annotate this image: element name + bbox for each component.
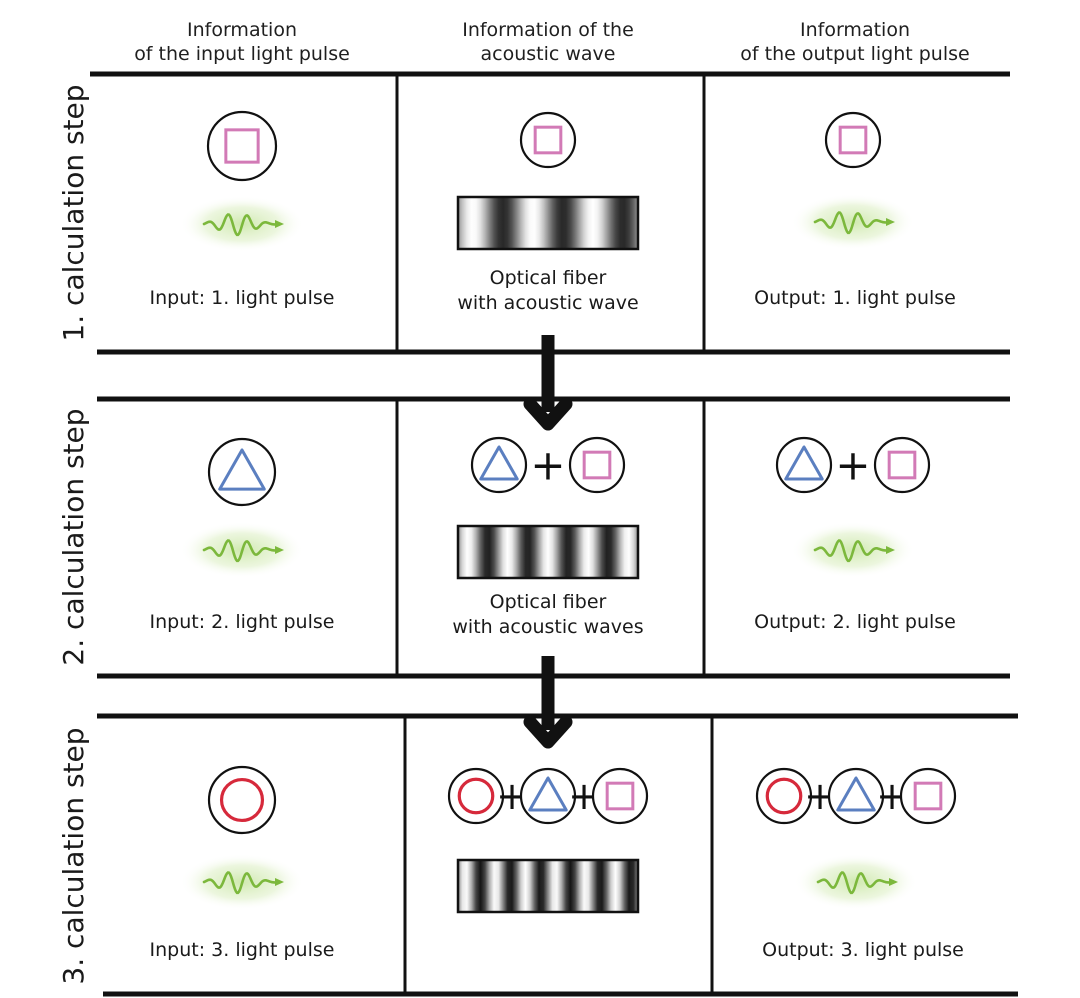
row1-output-label: Output: 1. light pulse	[754, 287, 956, 309]
row1-input-label: Input: 1. light pulse	[149, 287, 335, 309]
square-shape	[605, 781, 635, 811]
header-acoustic-line2: acoustic wave	[480, 43, 616, 65]
row1-fiber-label: Optical fiber with acoustic wave	[398, 266, 698, 316]
badge-outline	[591, 767, 649, 825]
row2-fiber-label: Optical fiber with acoustic waves	[398, 590, 698, 640]
header-input-line1: Information	[187, 19, 297, 41]
square-symbol-icon	[873, 436, 931, 494]
square-symbol-icon	[899, 767, 957, 825]
symbols-layer: ++++++	[180, 110, 957, 914]
row1-fiber-label-line1: Optical fiber	[489, 267, 607, 289]
badge-outline	[755, 767, 813, 825]
square-symbol-icon	[519, 111, 577, 169]
light-pulse-icon	[180, 854, 304, 910]
circle-shape	[219, 777, 265, 823]
light-pulse-icon	[180, 196, 304, 252]
pulse-wave	[202, 871, 278, 895]
pulse-arrowhead	[889, 878, 898, 886]
triangle-shape	[836, 776, 876, 812]
triangle-symbol-icon	[775, 436, 833, 494]
row2-fiber-label-line1: Optical fiber	[489, 591, 607, 613]
row2-step-label: 2. calculation step	[57, 408, 90, 666]
header-acoustic-line1: Information of the	[462, 19, 634, 41]
badge-outline	[873, 436, 931, 494]
light-pulse-icon	[791, 194, 915, 250]
header-acoustic: Information of the acoustic wave	[398, 18, 698, 66]
pulse-wave	[813, 539, 889, 563]
row3-output-label: Output: 3. light pulse	[762, 939, 964, 961]
square-symbol-icon	[206, 110, 278, 182]
triangle-symbol-icon	[207, 437, 277, 507]
square-shape	[838, 125, 868, 155]
badge-outline	[206, 110, 278, 182]
header-input: Information of the input light pulse	[92, 18, 392, 66]
pulse-arrowhead	[275, 546, 284, 554]
circle-symbol-icon	[755, 767, 813, 825]
badge-outline	[899, 767, 957, 825]
square-symbol-icon	[591, 767, 649, 825]
column-dividers	[395, 74, 714, 994]
square-shape	[913, 781, 943, 811]
triangle-shape	[784, 445, 824, 481]
pulse-arrowhead	[275, 878, 284, 886]
square-shape	[533, 125, 563, 155]
row1-fiber-label-line2: with acoustic wave	[457, 292, 639, 314]
square-symbol-icon	[824, 111, 882, 169]
row2-fiber-label-line2: with acoustic waves	[452, 616, 644, 638]
badge-outline	[568, 436, 626, 494]
pulse-wave	[202, 539, 278, 563]
row3-input-label: Input: 3. light pulse	[149, 939, 335, 961]
plus-sign: +	[835, 441, 870, 490]
pulse-arrowhead	[275, 220, 284, 228]
row1-step-label: 1. calculation step	[57, 84, 90, 342]
row3-step-label: 3. calculation step	[57, 727, 90, 985]
triangle-shape	[218, 448, 266, 491]
circle-shape	[457, 777, 495, 815]
badge-outline	[207, 765, 277, 835]
square-symbol-icon	[568, 436, 626, 494]
circle-symbol-icon	[447, 767, 505, 825]
square-shape	[887, 450, 917, 480]
badge-outline	[519, 111, 577, 169]
optical-fiber-icon	[456, 858, 640, 914]
triangle-shape	[479, 445, 519, 481]
light-pulse-icon	[180, 522, 304, 578]
pulse-arrowhead	[886, 218, 895, 226]
plus-sign: +	[530, 441, 565, 490]
pulse-wave	[816, 871, 892, 895]
triangle-symbol-icon	[827, 767, 885, 825]
circle-symbol-icon	[207, 765, 277, 835]
circle-shape	[765, 777, 803, 815]
header-input-line2: of the input light pulse	[134, 43, 350, 65]
triangle-symbol-icon	[470, 436, 528, 494]
row2-output-label: Output: 2. light pulse	[754, 611, 956, 633]
header-output-line1: Information	[800, 19, 910, 41]
row2-input-label: Input: 2. light pulse	[149, 611, 335, 633]
down-arrow-2	[523, 656, 573, 749]
square-shape	[582, 450, 612, 480]
pulse-arrowhead	[886, 546, 895, 554]
badge-outline	[447, 767, 505, 825]
light-pulse-icon	[791, 522, 915, 578]
square-shape	[224, 128, 260, 164]
down-arrow-1	[523, 335, 573, 431]
triangle-shape	[528, 776, 568, 812]
badge-outline	[824, 111, 882, 169]
optical-fiber-icon	[456, 195, 640, 251]
pulse-wave	[813, 211, 889, 235]
optical-fiber-icon	[456, 524, 640, 580]
header-output-line2: of the output light pulse	[740, 43, 970, 65]
triangle-symbol-icon	[519, 767, 577, 825]
pulse-wave	[202, 213, 278, 237]
header-output: Information of the output light pulse	[705, 18, 1005, 66]
light-pulse-icon	[794, 854, 918, 910]
